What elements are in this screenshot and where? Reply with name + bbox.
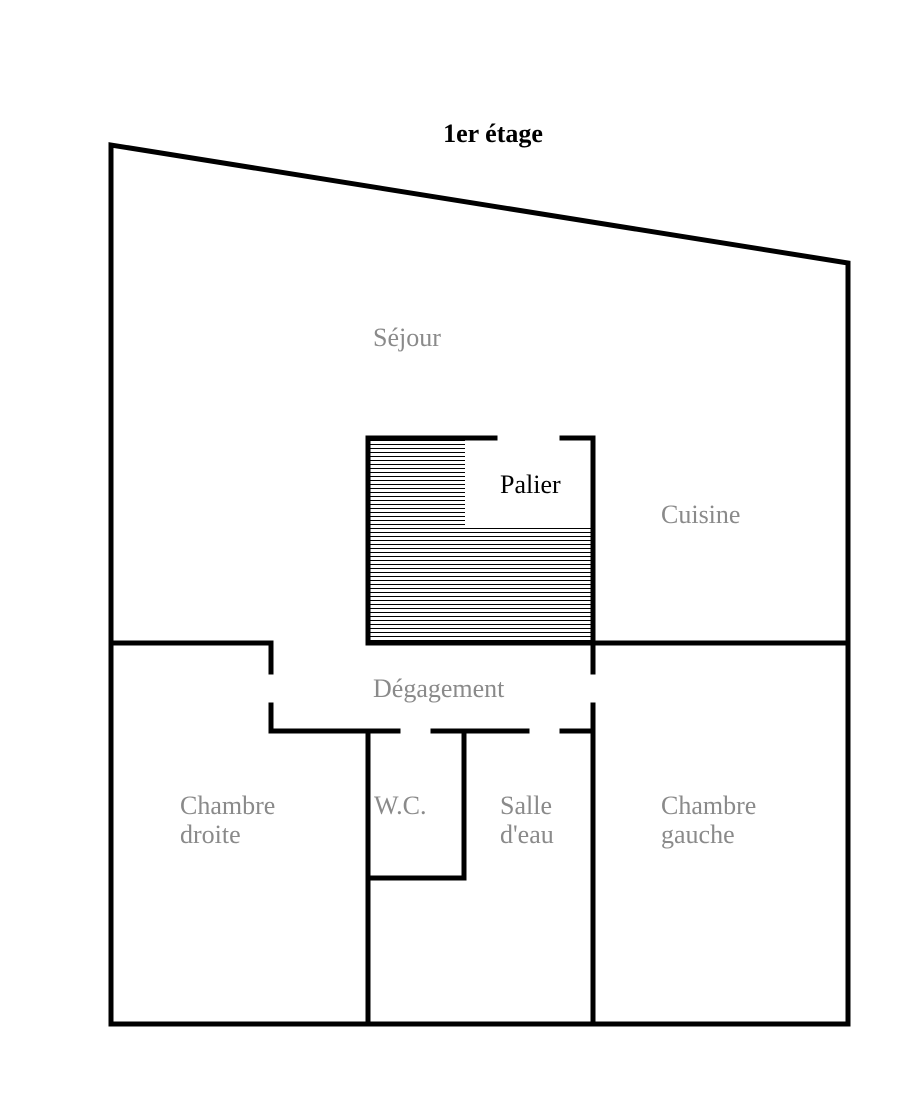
wc-walls <box>365 728 467 1027</box>
room-label-chambre-gauche-line1: Chambre <box>661 791 756 820</box>
degagement-walls <box>268 640 596 1027</box>
room-label-chambre-droite-line1: Chambre <box>180 791 275 820</box>
room-label-palier: Palier <box>500 470 561 499</box>
staircase <box>369 440 591 642</box>
room-label-chambre-gauche-line2: gauche <box>661 820 735 849</box>
room-label-sejour: Séjour <box>373 323 441 352</box>
room-label-cuisine: Cuisine <box>661 500 740 529</box>
room-label-salle-deau-line2: d'eau <box>500 820 554 849</box>
room-label-salle-deau-line1: Salle <box>500 791 552 820</box>
room-label-wc: W.C. <box>374 791 427 820</box>
floor-title: 1er étage <box>443 119 543 148</box>
room-label-degagement: Dégagement <box>373 674 505 703</box>
room-label-chambre-droite-line2: droite <box>180 820 241 849</box>
palier-walls <box>365 435 596 675</box>
